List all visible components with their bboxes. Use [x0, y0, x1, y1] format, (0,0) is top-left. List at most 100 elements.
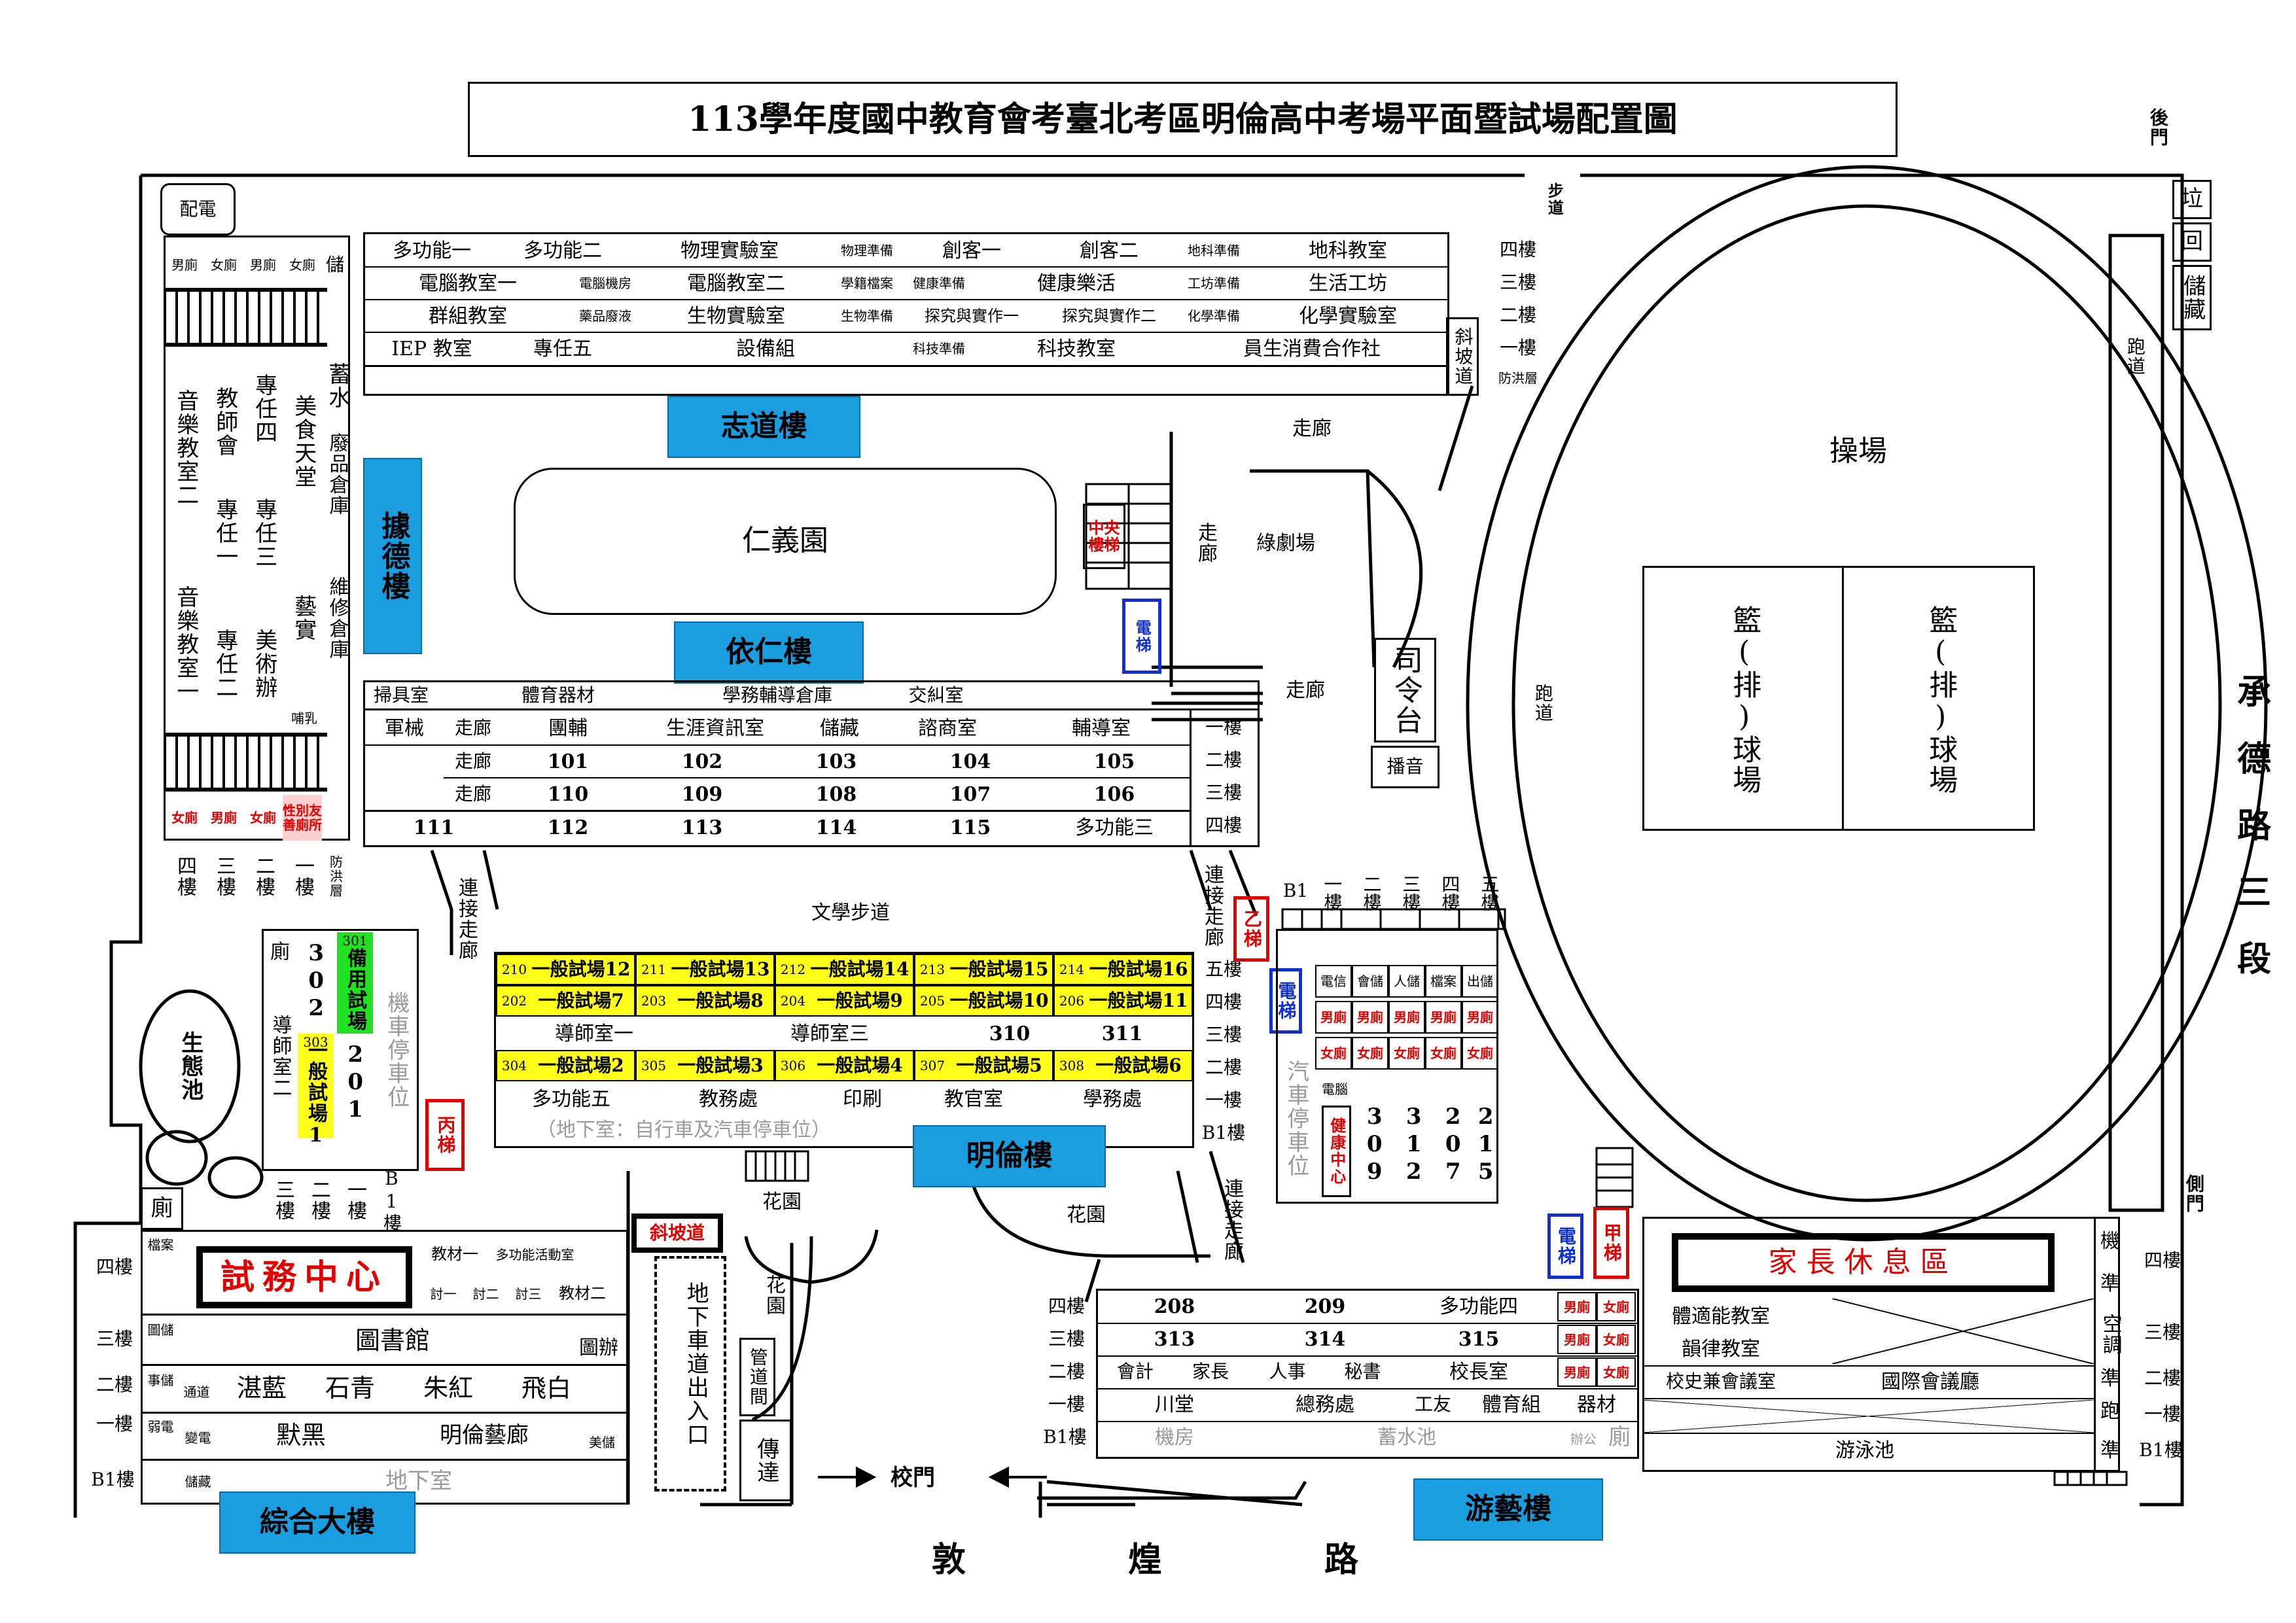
tunnel-entry[interactable]: 地下車道出入口	[682, 1282, 709, 1446]
west-flood: 防洪層	[327, 855, 344, 898]
room-activity: 多功能活動室	[495, 1246, 574, 1263]
exam-room-number: 212	[780, 962, 806, 977]
exam-room-label: 一般試場10	[949, 989, 1049, 1011]
yiren-floor-3: 三樓	[1205, 782, 1242, 804]
west-block	[164, 236, 350, 841]
room-b1-store: 儲藏	[185, 1474, 211, 1490]
room-student-affairs: 學務處	[1083, 1087, 1142, 1111]
east-elevator[interactable]: 電梯	[1269, 968, 1302, 1034]
zhidao-floor-2: 二樓	[1499, 304, 1536, 326]
room-106: 106	[1093, 782, 1135, 806]
room-215: 215	[1472, 1104, 1499, 1186]
room-earth-prep: 地科準備	[1188, 243, 1240, 258]
room-weak-power: 弱電	[147, 1418, 174, 1435]
side-aircon: 空調	[2098, 1314, 2122, 1355]
youyi-elevator[interactable]: 電梯	[1547, 1213, 1583, 1279]
room-accounting: 會計	[1116, 1361, 1154, 1383]
zhidao-floor-1: 一樓	[1499, 337, 1536, 359]
room-affairs-storage: 學務輔導倉庫	[722, 684, 832, 706]
room-tutor-3: 導師室三	[692, 1017, 967, 1050]
room-zhuhong: 朱紅	[423, 1373, 473, 1403]
parents-lounge[interactable]: 家長休息區	[1672, 1233, 2055, 1292]
back-gate[interactable]: 後門	[2147, 108, 2169, 147]
room-multi-3: 多功能三	[1075, 816, 1154, 839]
minglun-floor-5: 五樓	[1205, 958, 1242, 981]
east-storage-label: 人儲	[1388, 965, 1425, 998]
room-bio-prep: 生物準備	[841, 308, 893, 324]
road-chengde: 承德路三段	[2231, 674, 2271, 1007]
exam-room-label: 一般試場5	[956, 1054, 1042, 1076]
exam-center[interactable]: 試務中心	[196, 1246, 412, 1308]
room-office-b1: 辦公	[1570, 1431, 1597, 1447]
youyi-toilet: 廁	[1608, 1423, 1631, 1450]
room-disc-2: 討二	[472, 1285, 499, 1302]
youyi-floor-1: 一樓	[1048, 1393, 1085, 1416]
zhidao-ramp[interactable]: 斜坡道	[1446, 317, 1479, 396]
room-102: 102	[681, 750, 723, 773]
room-maker-2: 創客二	[1080, 239, 1139, 262]
parents-floor-b1: B1樓	[2139, 1439, 2183, 1461]
yiren-corridor-1: 走廊	[454, 716, 491, 739]
east-toilet-women: 女廁	[1352, 1037, 1388, 1070]
exam-room-number: 210	[501, 962, 527, 977]
pipe-room: 管道間	[739, 1338, 775, 1416]
room-principal: 校長室	[1449, 1361, 1508, 1384]
court-left: 籃(排)球場	[1727, 605, 1761, 795]
exam-room-label: 一般試場8	[677, 989, 764, 1011]
room-301: 301	[342, 932, 368, 949]
exam-room-label: 一般試場9	[817, 989, 903, 1011]
room-302: 302	[303, 940, 330, 1022]
garden-zonghe: 花園	[762, 1274, 785, 1316]
room-nursing: 哺乳	[291, 710, 317, 726]
zonghe-basement: 地下室	[385, 1468, 452, 1495]
literature-walk: 文學步道	[811, 901, 890, 924]
room-equipment-2: 器材	[1577, 1393, 1616, 1416]
west-storage: 儲	[325, 253, 344, 275]
field-label: 操場	[1829, 434, 1887, 468]
exam-room-number: 211	[641, 962, 667, 977]
side-prep-2: 準	[2100, 1367, 2120, 1390]
room-affairs-store: 事儲	[147, 1372, 174, 1388]
side-prep-1: 準	[2100, 1272, 2120, 1295]
central-elevator[interactable]: 電梯	[1122, 599, 1161, 674]
elevator-b[interactable]: 乙梯	[1233, 896, 1269, 962]
side-gate[interactable]: 側門	[2183, 1174, 2205, 1213]
exam-room-number: 202	[501, 993, 527, 1009]
elevator-a[interactable]: 甲梯	[1593, 1207, 1629, 1279]
minglun-floor-2: 二樓	[1205, 1056, 1242, 1079]
room-105: 105	[1093, 750, 1135, 773]
east-floor-3: 三樓	[1400, 875, 1422, 911]
elevator-c[interactable]: 丙梯	[425, 1099, 465, 1171]
minglun-floor-3: 三樓	[1205, 1024, 1242, 1046]
west-toilet-f4: 女廁	[250, 810, 276, 826]
room-multi-2: 多功能二	[523, 239, 602, 262]
yiren-floor-1: 一樓	[1205, 716, 1242, 739]
parents-block	[1642, 1217, 2120, 1472]
reception[interactable]: 傳達	[739, 1420, 792, 1501]
room-mohei: 默黑	[275, 1421, 326, 1450]
zonghe-floor-3: 三樓	[96, 1328, 133, 1350]
east-floor-2: 二樓	[1360, 875, 1383, 911]
zonghe-ramp[interactable]: 斜坡道	[631, 1213, 723, 1253]
east-toilet-men: 男廁	[1388, 1001, 1425, 1034]
room-health: 健康樂活	[1037, 271, 1116, 295]
health-center[interactable]: 健康中心	[1322, 1106, 1351, 1197]
central-stair[interactable]: 中央樓梯	[1083, 504, 1125, 569]
room-multi-1: 多功能一	[393, 239, 471, 262]
east-toilet-women: 女廁	[1462, 1037, 1498, 1070]
exam-room-1: 一般試場1	[304, 1040, 327, 1148]
school-gate[interactable]: 校門	[891, 1465, 935, 1492]
room-201: 201	[342, 1041, 369, 1124]
room-academic: 教務處	[699, 1087, 758, 1111]
room-coop: 員生消費合作社	[1243, 337, 1381, 360]
minglun-floor-b1: B1樓	[1201, 1122, 1246, 1144]
room-303: 303	[303, 1034, 328, 1050]
east-toilet-women: 女廁	[1388, 1037, 1425, 1070]
east-toilet-women: 女廁	[1315, 1037, 1352, 1070]
room-113: 113	[681, 816, 723, 839]
west-toilet-m2: 男廁	[250, 257, 276, 273]
room-music-2: 音樂教室二	[172, 389, 199, 507]
room-multi-5: 多功能五	[532, 1087, 610, 1111]
